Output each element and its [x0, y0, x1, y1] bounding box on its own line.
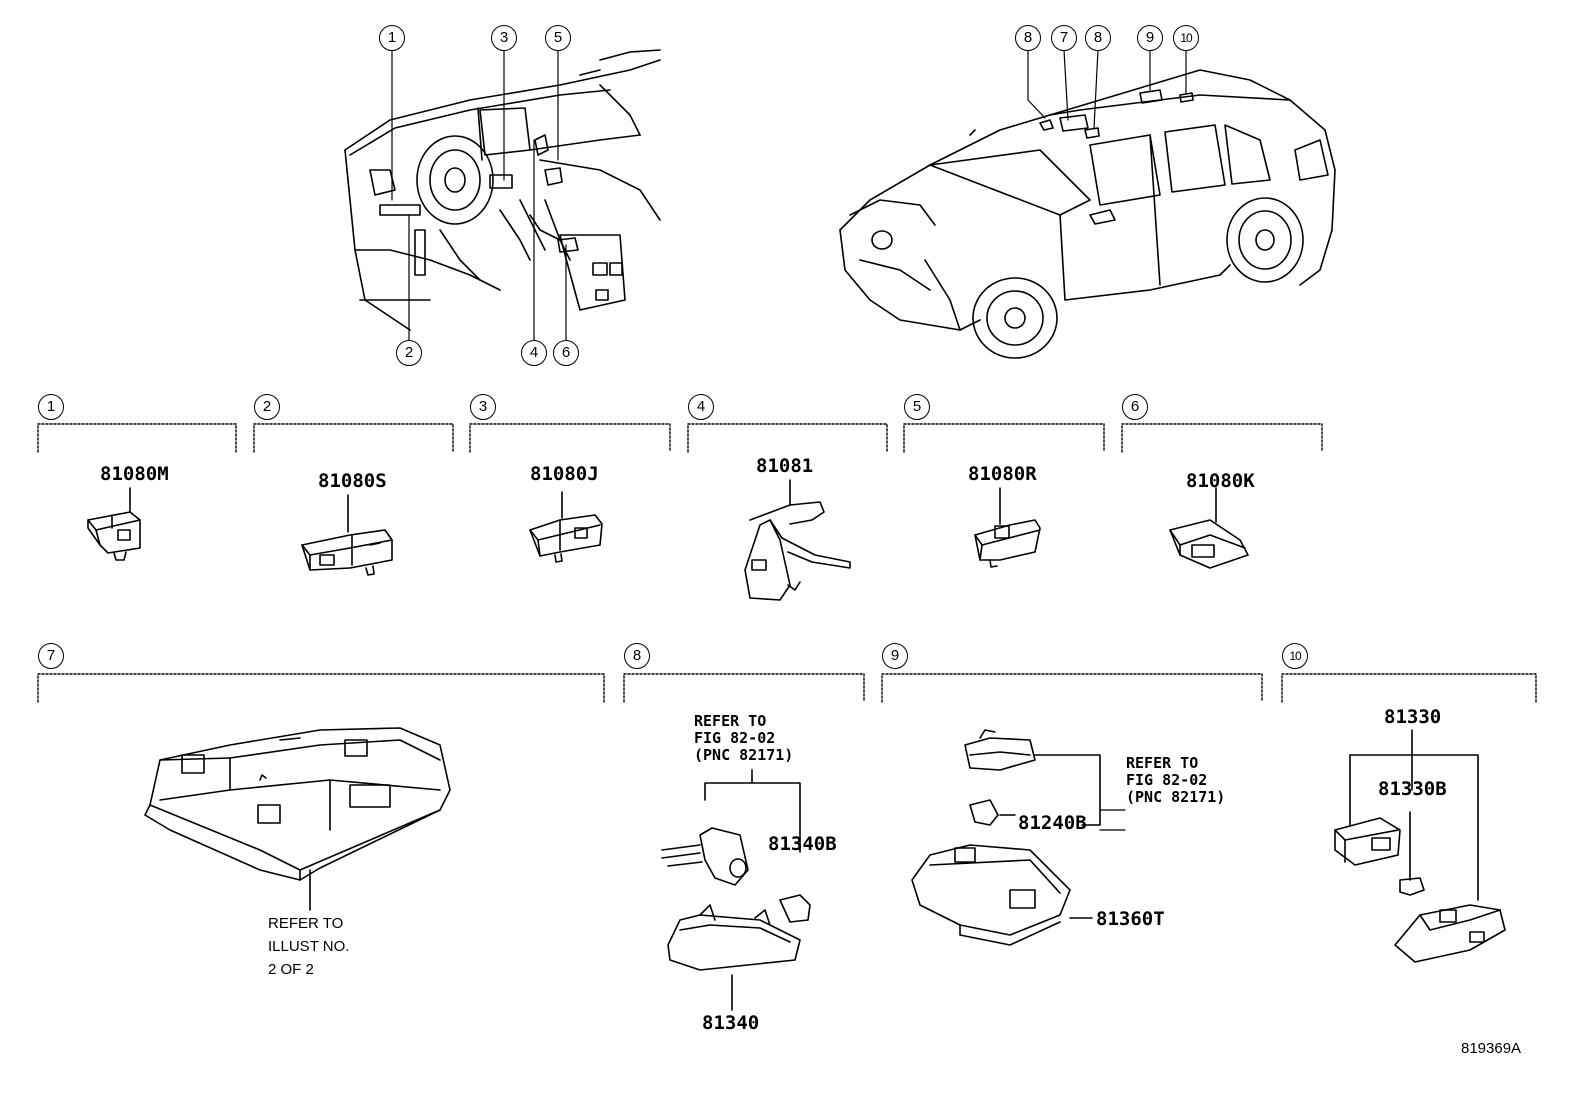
section-9-callout: 9: [882, 643, 908, 669]
callout-9-roof: 9: [1137, 25, 1163, 51]
part-81080J-drawing: [529, 491, 603, 563]
part-label-81080M: 81080M: [100, 463, 169, 485]
section-1-callout: 1: [38, 394, 64, 420]
part-label-81240B: 81240B: [1018, 812, 1087, 834]
section-2-callout: 2: [254, 394, 280, 420]
part-label-81081: 81081: [756, 455, 814, 477]
callout-10-roof: 10: [1173, 25, 1199, 51]
section-10-callout: 10: [1282, 643, 1308, 669]
vehicle-leaders: [1027, 49, 1187, 129]
section-3-callout: 3: [470, 394, 496, 420]
part-label-81340B: 81340B: [768, 833, 837, 855]
part-81080R-drawing: [974, 487, 1041, 568]
part-81340-drawing: [661, 769, 811, 1011]
note-line: 2 OF 2: [268, 961, 314, 978]
part-81080K-drawing: [1169, 487, 1249, 569]
part-label-81340: 81340: [702, 1012, 760, 1034]
part-81330-drawing: [1334, 729, 1506, 963]
section-9-reference-note: REFER TO FIG 82-02 (PNC 82171): [1126, 755, 1225, 806]
section-8-reference-note: REFER TO FIG 82-02 (PNC 82171): [694, 713, 793, 764]
note-line: FIG 82-02: [694, 729, 776, 747]
part-label-81080S: 81080S: [318, 470, 387, 492]
section-7-reference-note: REFER TO ILLUST NO. 2 OF 2: [268, 912, 349, 981]
note-line: REFER TO: [694, 712, 767, 730]
section-4-callout: 4: [688, 394, 714, 420]
note-line: (PNC 82171): [694, 746, 794, 764]
note-line: FIG 82-02: [1126, 771, 1208, 789]
vehicle-illustration: [839, 69, 1336, 359]
note-line: (PNC 82171): [1126, 788, 1226, 806]
callout-5-dash: 5: [545, 25, 571, 51]
part-81080S-drawing: [301, 494, 393, 576]
part-81081-drawing: [744, 479, 851, 601]
note-line: REFER TO: [1126, 754, 1199, 772]
part-overhead-console-drawing: [144, 727, 451, 911]
part-label-81080K: 81080K: [1186, 470, 1255, 492]
section-8-callout: 8: [624, 643, 650, 669]
callout-6-dash: 6: [553, 340, 579, 366]
callout-4-dash: 4: [521, 340, 547, 366]
callout-1-dash: 1: [379, 25, 405, 51]
part-label-81330: 81330: [1384, 706, 1442, 728]
callout-3-dash: 3: [491, 25, 517, 51]
section-5-callout: 5: [904, 394, 930, 420]
part-label-81360T: 81360T: [1096, 908, 1165, 930]
illustration-id: 819369A: [1461, 1040, 1522, 1057]
part-81080M-drawing: [87, 487, 141, 561]
part-label-81080J: 81080J: [530, 463, 599, 485]
callout-2-dash: 2: [396, 340, 422, 366]
callout-8-roof-left: 8: [1015, 25, 1041, 51]
dashboard-illustration: [344, 49, 661, 331]
part-label-81330B: 81330B: [1378, 778, 1447, 800]
dashboard-leaders: [391, 49, 567, 341]
note-line: REFER TO: [268, 915, 344, 932]
callout-7-roof: 7: [1051, 25, 1077, 51]
callout-8-roof-right: 8: [1085, 25, 1111, 51]
part-label-81080R: 81080R: [968, 463, 1037, 485]
section-brackets: [37, 423, 1537, 703]
part-81360T-drawing: [911, 729, 1101, 946]
section-6-callout: 6: [1122, 394, 1148, 420]
note-line: ILLUST NO.: [268, 938, 350, 955]
section-7-callout: 7: [38, 643, 64, 669]
